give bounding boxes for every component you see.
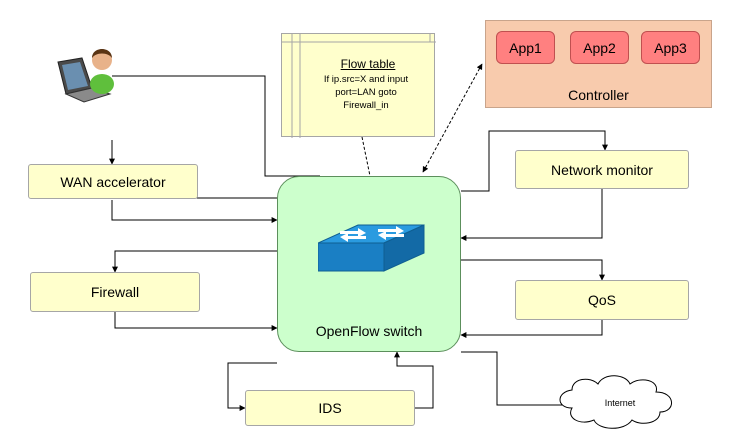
flow-table-grid [282,34,436,138]
ids-box[interactable]: IDS [245,390,415,426]
app2-box[interactable]: App2 [570,31,629,64]
network-monitor-box[interactable]: Network monitor [515,150,689,189]
controller-link [422,63,483,173]
internet-label: Internet [604,398,636,408]
laptop-user-icon [57,49,114,103]
cloud-icon [559,375,672,429]
fw-in-arrow [114,312,278,331]
controller-label: Controller [568,87,629,103]
qos-in-arrow [460,320,603,338]
network-switch-icon [318,224,425,272]
qos-out-arrow [461,259,605,281]
flow-table-title: Flow table [340,57,396,71]
wan-accelerator-box[interactable]: WAN accelerator [28,164,198,199]
firewall-box[interactable]: Firewall [30,272,200,312]
flowtable-link [361,136,371,177]
internet-link [461,351,562,406]
ids-in-arrow [394,351,434,409]
ids-out-arrow [227,362,277,411]
app1-box[interactable]: App1 [496,31,555,64]
nm-in-arrow [460,189,603,241]
app3-box[interactable]: App3 [641,31,700,64]
flow-table-rule: If ip.src=X and input port=LAN goto Fire… [323,74,409,111]
fw-out-arrow [112,250,277,273]
openflow-switch[interactable]: OpenFlow switch [277,176,461,352]
qos-box[interactable]: QoS [515,280,689,320]
nm-out-arrow [461,130,608,192]
wan-in-arrow [111,200,278,223]
controller-box[interactable]: App1 App2 App3 Controller [485,20,712,108]
switch-label: OpenFlow switch [315,323,423,339]
flow-table: Flow table If ip.src=X and input port=LA… [281,33,436,138]
